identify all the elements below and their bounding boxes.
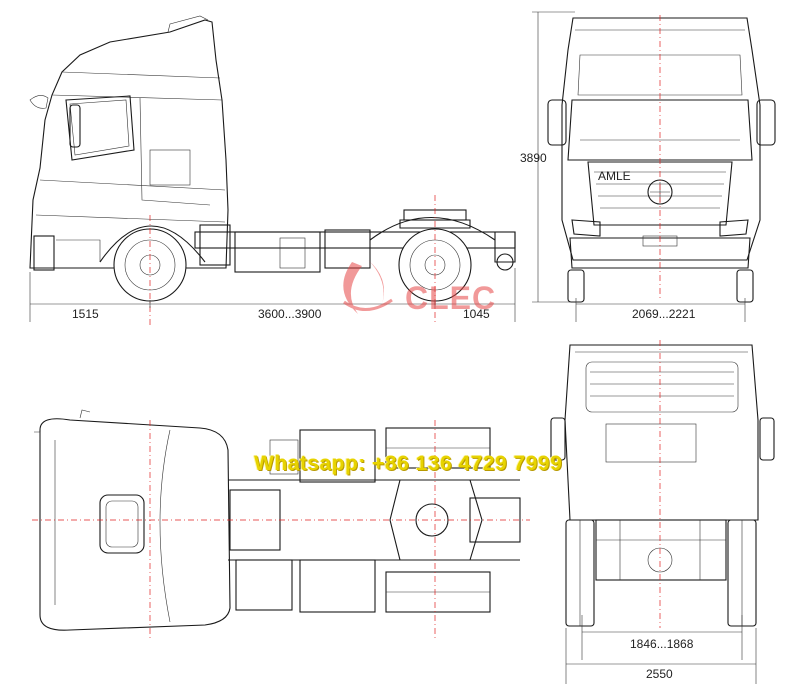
rear-view: 1846...1868 2550 <box>550 340 775 684</box>
dim-overall-width: 2550 <box>646 667 673 681</box>
side-view: 1515 3600...3900 1045 <box>29 15 516 325</box>
top-view <box>32 409 530 640</box>
front-badge: AMLE <box>598 169 631 183</box>
dim-front-overhang: 1515 <box>72 307 99 321</box>
dim-height: 3890 <box>520 151 547 165</box>
front-view: AMLE 3890 2069...2221 <box>520 11 776 322</box>
brand-logo-mark <box>343 260 393 314</box>
dim-rear-overhang: 1045 <box>463 307 490 321</box>
dim-rear-track: 1846...1868 <box>630 637 694 651</box>
dim-wheelbase: 3600...3900 <box>258 307 322 321</box>
brand-watermark: CLEC <box>405 280 497 316</box>
dim-front-track: 2069...2221 <box>632 307 696 321</box>
phone-watermark: Whatsapp: +86 136 4729 7999 <box>254 452 563 475</box>
